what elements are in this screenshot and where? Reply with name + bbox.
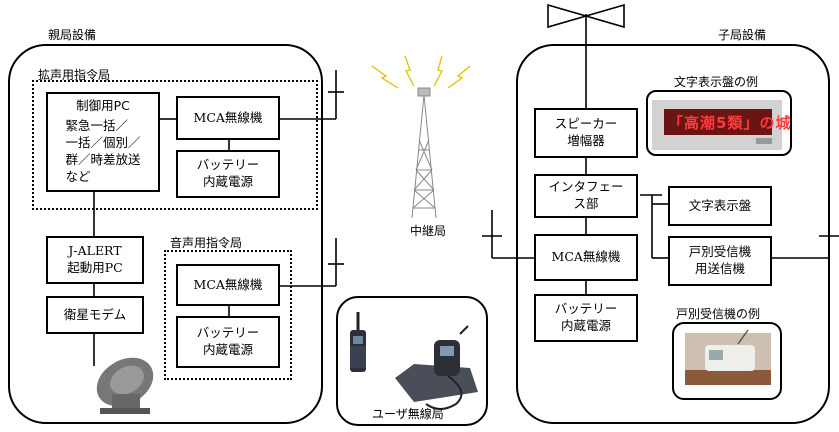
speaker-amp-box: スピーカー 増幅器 [534, 108, 638, 158]
jalert-pc-box: J-ALERT 起動用PC [46, 236, 144, 284]
radio-wave-icon [371, 55, 471, 89]
control-pc-box: 制御用PC 緊急一括／ 一括／個別／ 群／時差放送 など [46, 92, 160, 192]
control-pc-title: 制御用PC [76, 98, 130, 113]
house-transmitter-box: 戸別受信機 用送信機 [668, 236, 772, 286]
user-station-label: ユーザ無線局 [372, 407, 444, 421]
interface-box: インタフェー ス部 [534, 174, 638, 218]
receiver-example-frame [672, 322, 782, 400]
relay-station-label: 中継局 [410, 224, 447, 238]
user-station-frame [336, 296, 488, 426]
satellite-dish-icon [96, 357, 154, 414]
mca-radio-box-2: MCA無線機 [176, 264, 280, 306]
mca-radio-box: MCA無線機 [176, 96, 280, 140]
receiver-example-label: 戸別受信機の例 [676, 307, 761, 321]
child-station-frame [516, 44, 830, 424]
child-battery-box: バッテリー 内蔵電源 [534, 294, 638, 342]
voice-center-title: 音声用指令局 [170, 236, 243, 250]
parent-station-title: 親局設備 [48, 28, 97, 42]
text-sign-photo [652, 100, 782, 150]
satellite-modem-box: 衛星モデム [46, 296, 144, 334]
text-display-box: 文字表示盤 [668, 186, 772, 226]
house-receiver-photo [685, 329, 771, 385]
parent-station-frame [8, 44, 323, 424]
relay-tower-icon [411, 87, 437, 219]
child-mca-radio-box: MCA無線機 [534, 234, 638, 281]
control-pc-desc: 緊急一括／ 一括／個別／ 群／時差放送 など [65, 117, 141, 184]
handheld-radio-icon [350, 312, 366, 372]
battery-box: バッテリー 内蔵電源 [176, 150, 280, 198]
loud-center-frame [32, 80, 318, 210]
sign-example-text: 「高潮5類」の城 [668, 114, 792, 132]
sign-example-label: 文字表示盤の例 [674, 75, 759, 89]
loud-center-title: 拡声用指令局 [38, 68, 111, 82]
sign-example-frame [646, 90, 792, 156]
voice-center-frame [164, 250, 292, 380]
mobile-radio-icon [395, 325, 478, 410]
battery-box-2: バッテリー 内蔵電源 [176, 316, 280, 368]
child-station-title: 子局設備 [718, 28, 767, 42]
